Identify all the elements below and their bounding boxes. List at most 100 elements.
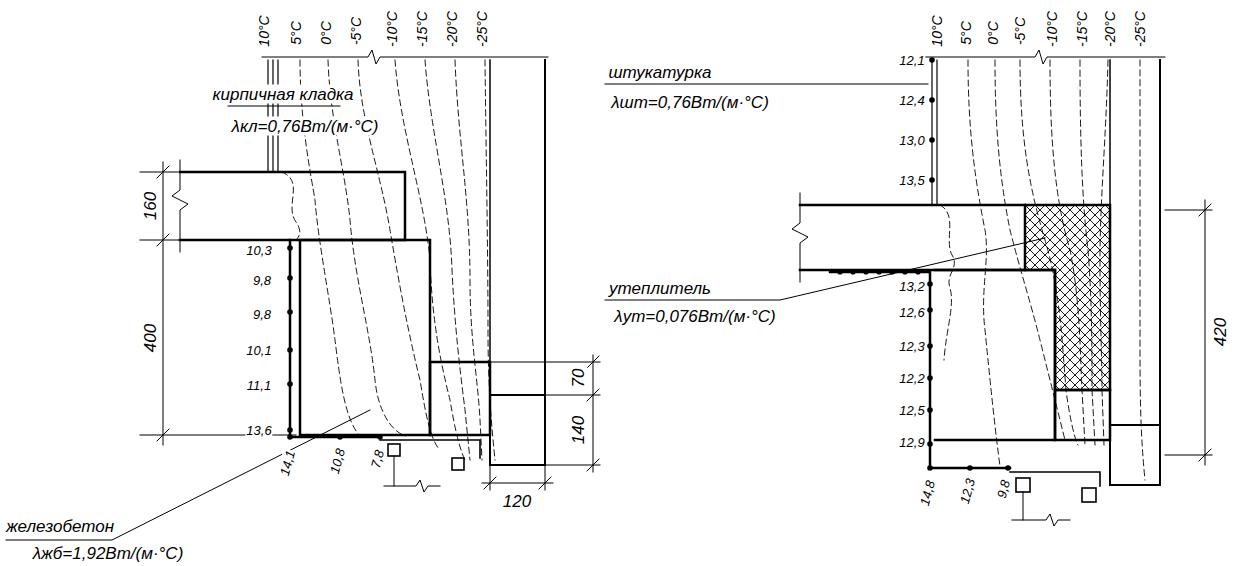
window-frame bbox=[1082, 488, 1096, 502]
conductivity-label: λут=0,076Вт/(м·°С) bbox=[613, 307, 776, 326]
temperature-label: 10°C bbox=[256, 14, 272, 47]
surface-temperature: 10,8 bbox=[326, 446, 349, 477]
surface-temperature: 9,8 bbox=[252, 307, 272, 322]
surface-temperature: 12,1 bbox=[898, 53, 925, 68]
dimension-value: 120 bbox=[502, 492, 532, 511]
floor-slab bbox=[800, 205, 1025, 270]
surface-temperature: 11,1 bbox=[246, 378, 272, 393]
temperature-label: 0°C bbox=[318, 20, 334, 46]
material-name: кирпичная кладка bbox=[211, 85, 354, 104]
dimension-value: 140 bbox=[570, 415, 587, 445]
isotherms bbox=[940, 60, 1145, 480]
surface-temperature: 13,0 bbox=[898, 133, 925, 148]
temperature-label: -20°C bbox=[444, 10, 460, 48]
surface-temperature: 10,3 bbox=[245, 243, 272, 258]
surface-temperature: 12,6 bbox=[898, 304, 925, 320]
floor-slab bbox=[180, 172, 405, 240]
dimension-lines bbox=[140, 162, 600, 490]
temperature-label: 5°C bbox=[288, 20, 304, 46]
surface-temperature: 12,6 bbox=[898, 305, 925, 320]
leader-line bbox=[605, 84, 928, 85]
surface-temperature: 13,5 bbox=[898, 172, 925, 188]
surface-temperature: 12,3 bbox=[956, 476, 979, 507]
surface-temperature: 12,5 bbox=[898, 402, 925, 418]
conductivity-label: λжб=1,92Вт/(м·°С) bbox=[32, 544, 185, 563]
surface-temperature: 9,8 bbox=[252, 273, 272, 288]
surface-temperature: 12,2 bbox=[898, 371, 925, 386]
surface-temperature: 14,1 bbox=[277, 448, 299, 478]
temperature-label: -25°C bbox=[1132, 10, 1148, 48]
lintel bbox=[935, 270, 1055, 440]
conductivity-label: λшт=0,76Вт/(м·°С) bbox=[610, 93, 770, 112]
surface-temperature: 11,1 bbox=[246, 377, 272, 393]
window-frame bbox=[1010, 472, 1100, 486]
material-name: железобетон bbox=[5, 517, 115, 536]
temperature-label: -10°C bbox=[1044, 10, 1060, 48]
break-mark bbox=[792, 193, 808, 282]
dimension-value: 160 bbox=[141, 191, 160, 221]
temperature-label: -5°C bbox=[1012, 16, 1028, 46]
surface-temperature: 9,8 bbox=[994, 477, 1014, 500]
surface-temperature: 14,8 bbox=[917, 478, 939, 508]
surface-temperature: 13,2 bbox=[898, 278, 925, 294]
surface-temperature: 13,6 bbox=[245, 423, 272, 438]
temperature-label: -25°C bbox=[474, 10, 490, 48]
surface-temperature: 12,3 bbox=[898, 338, 925, 354]
temperature-label: -10°C bbox=[384, 10, 400, 48]
temperature-label: -20°C bbox=[1102, 10, 1118, 48]
temperature-label: -15°C bbox=[414, 10, 430, 48]
surface-temperature: 12,5 bbox=[898, 403, 925, 418]
scale-break-line bbox=[262, 50, 548, 64]
conductivity-label: λкл=0,76Вт/(м·°С) bbox=[231, 118, 380, 135]
dimension-value: 420 bbox=[1212, 317, 1229, 347]
temperature-label: 5°C bbox=[958, 20, 974, 46]
inner-surface bbox=[830, 272, 1010, 468]
surface-temperature: 12,4 bbox=[898, 93, 925, 108]
temperature-label: -15°C bbox=[1074, 10, 1090, 48]
temperature-label: 10°C bbox=[929, 14, 945, 47]
window-break bbox=[384, 456, 440, 492]
surface-temperature: 12,4 bbox=[898, 92, 925, 108]
material-name: утеплитель bbox=[608, 279, 712, 298]
temperature-label: -20°C bbox=[444, 10, 460, 48]
window-frame bbox=[388, 444, 400, 456]
surface-temperature: 10,1 bbox=[245, 343, 272, 358]
brick-facing bbox=[1110, 60, 1160, 425]
conductivity-label: λкл=0,76Вт/(м·°С) bbox=[231, 117, 380, 136]
facing-block bbox=[1110, 425, 1160, 485]
surface-temperature: 13,5 bbox=[898, 173, 925, 188]
surface-temperature: 12,3 bbox=[957, 476, 979, 506]
temperature-label: -5°C bbox=[1012, 16, 1028, 46]
material-name: железобетон bbox=[5, 518, 115, 535]
surface-temperature: 12,1 bbox=[898, 52, 925, 68]
material-name: штукатурка bbox=[607, 64, 712, 81]
material-name: штукатурка bbox=[607, 63, 712, 82]
surface-temperature: 10,1 bbox=[245, 342, 272, 358]
dimension-value: 70 bbox=[570, 368, 587, 389]
surface-temperature: 13,0 bbox=[898, 132, 925, 148]
dimension-lines bbox=[1165, 200, 1212, 465]
surface-temperature: 7,8 bbox=[368, 447, 388, 470]
wall-face bbox=[932, 60, 937, 205]
surface-temperature: 14,1 bbox=[276, 448, 299, 479]
surface-temperature: 10,3 bbox=[245, 242, 272, 258]
leader-line bbox=[605, 238, 1045, 300]
dimension-value: 400 bbox=[141, 323, 160, 353]
temperature-label: -5°C bbox=[348, 16, 364, 46]
temperature-label: -5°C bbox=[348, 16, 364, 46]
surface-temperature: 12,3 bbox=[898, 339, 925, 354]
surface-temperature: 12,9 bbox=[898, 434, 925, 450]
temperature-label: 5°C bbox=[288, 20, 304, 46]
window-frame bbox=[452, 458, 464, 470]
surface-temperature: 9,8 bbox=[993, 477, 1014, 501]
insulation bbox=[1025, 205, 1110, 390]
break-mark bbox=[172, 160, 188, 252]
temperature-label: 10°C bbox=[929, 14, 945, 47]
temperature-label: -10°C bbox=[384, 10, 400, 48]
window-break bbox=[1012, 492, 1070, 526]
dimension-value: 400 bbox=[142, 323, 159, 353]
lintel-step bbox=[430, 362, 490, 435]
scale-break-line bbox=[925, 50, 1165, 64]
temperature-label: -25°C bbox=[1132, 10, 1148, 48]
